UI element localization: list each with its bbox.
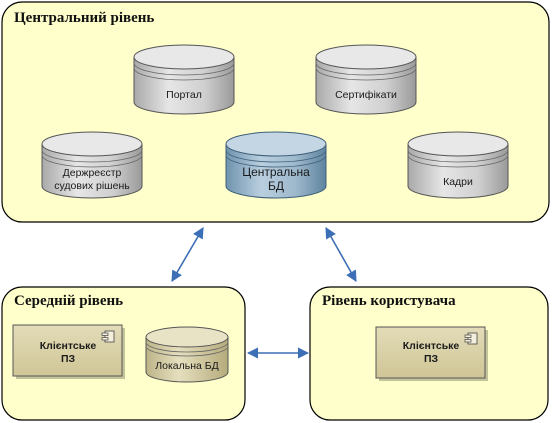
component-label-line1: Клієнтське (40, 340, 97, 352)
central-level-title: Центральний рівень (14, 10, 154, 26)
database-label-line2: судових рішень (54, 180, 130, 192)
database-label-line1: Держреєстр (63, 167, 122, 179)
database-court-registry: Держреєстр судових рішень (41, 131, 143, 199)
client-software-component: Клієнтське ПЗ (375, 326, 488, 381)
connection-arrows (171, 227, 357, 359)
middle-level-title: Середній рівень (14, 293, 123, 309)
user-level-title: Рівень користувача (322, 293, 456, 309)
database-label: Сертифікати (335, 89, 397, 101)
component-icon (101, 330, 115, 343)
database-local: Локальна БД (145, 326, 229, 383)
database-central: Центральна БД (225, 131, 327, 199)
database-label: Портал (166, 89, 202, 101)
database-label-line1: Центральна (242, 165, 310, 179)
arrow-central-user (325, 227, 357, 282)
database-portal: Портал (133, 44, 235, 115)
database-label-line2: БД (268, 179, 284, 193)
component-icon (464, 332, 478, 345)
component-label-line2: ПЗ (424, 353, 439, 365)
component-label-line2: ПЗ (61, 353, 76, 365)
user-level-panel: Рівень користувача Клієнтське ПЗ (309, 286, 549, 421)
central-level-panel: Центральний рівень Портал Сертифікати Де… (1, 1, 550, 223)
database-label: Локальна БД (155, 360, 219, 372)
client-software-component: Клієнтське ПЗ (12, 324, 125, 379)
database-certificates: Сертифікати (315, 44, 417, 115)
middle-level-panel: Середній рівень Клієнтське ПЗ Локальна Б… (1, 286, 246, 421)
database-label: Кадри (443, 176, 473, 188)
component-label-line1: Клієнтське (403, 340, 460, 352)
database-staff: Кадри (407, 131, 509, 199)
arrow-central-middle (171, 227, 204, 282)
